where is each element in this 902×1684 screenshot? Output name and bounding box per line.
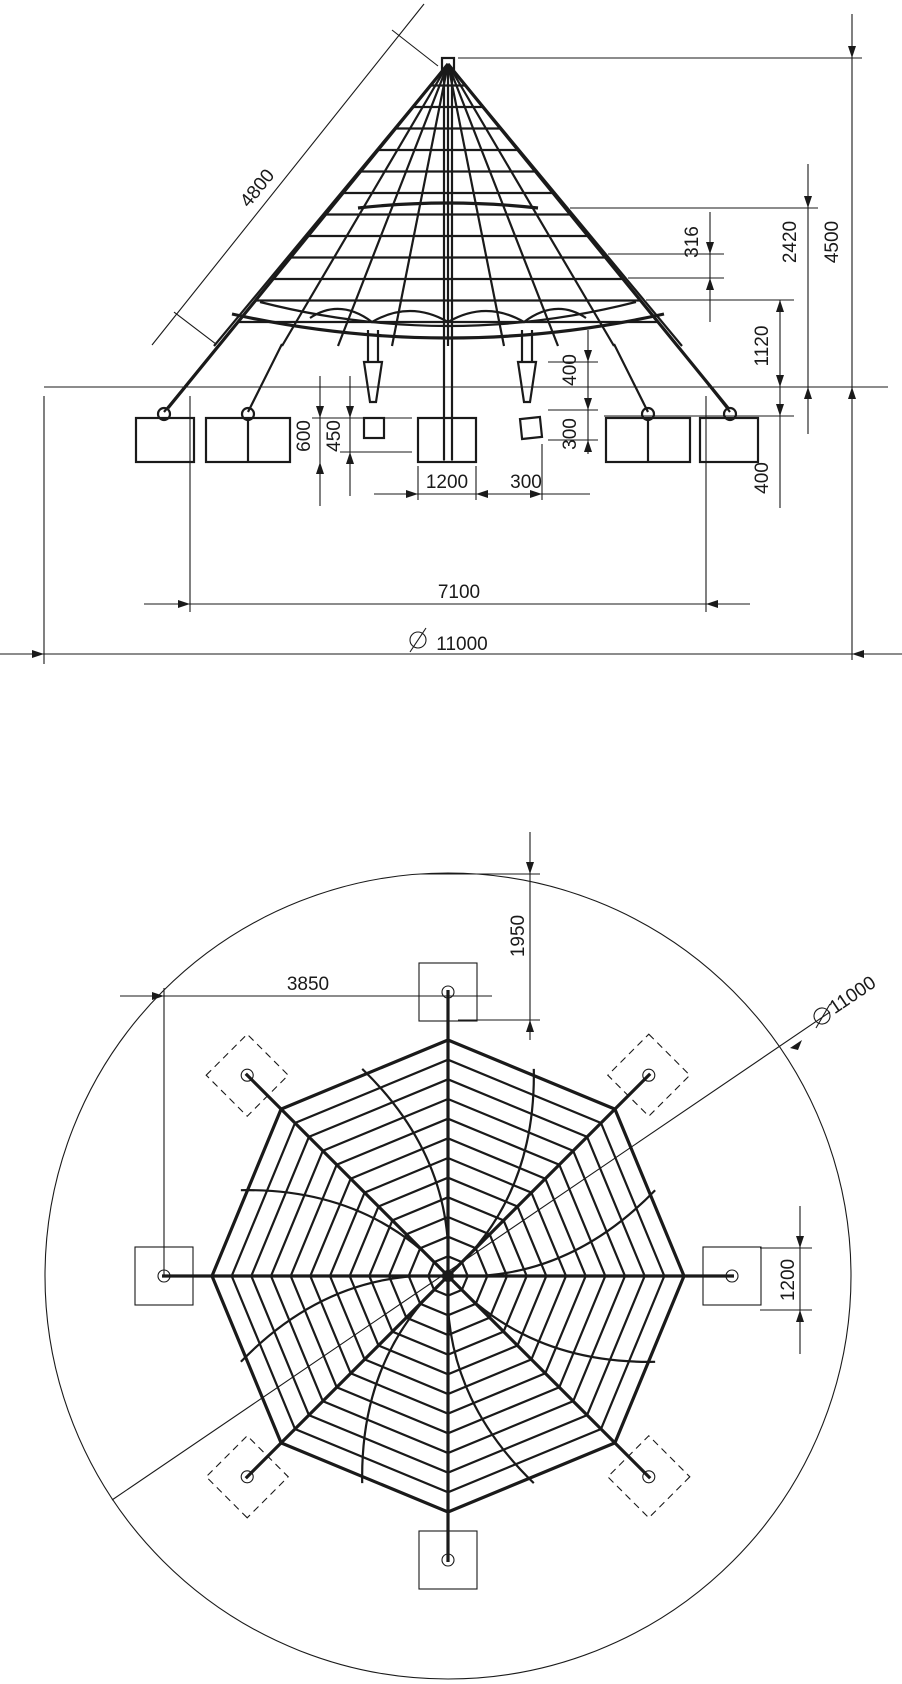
web-ring <box>407 1235 489 1317</box>
plan-foundation-block <box>607 1435 691 1519</box>
cone-rope-net <box>166 62 730 410</box>
plan-view: 1950 3850 11000 1200 <box>44 832 880 1680</box>
net-meridian-rope <box>281 63 449 347</box>
dim-total-height: 4500 <box>822 221 843 263</box>
pendulum-seat-left <box>362 330 386 440</box>
web-secondary-spoke <box>240 1274 449 1363</box>
dim-mid-height: 2420 <box>780 221 801 263</box>
dim-block-offset: 450 <box>324 420 345 452</box>
web-secondary-spoke <box>446 1275 535 1484</box>
net-platforms <box>231 201 665 340</box>
dim-center-block: 1200 <box>426 472 468 493</box>
dim-block-depth: 600 <box>294 420 315 452</box>
dim-horizontal-offset: 3850 <box>287 974 329 995</box>
dim-block-size: 1200 <box>778 1259 799 1301</box>
web-ring <box>368 1196 528 1356</box>
web-ring <box>269 1097 627 1455</box>
anchor-hole-icon <box>441 985 455 999</box>
dim-inner-span: 7100 <box>438 582 480 603</box>
dim-diameter-plan: 11000 <box>826 972 880 1018</box>
plan-arrowheads <box>152 862 804 1322</box>
safety-circle <box>44 872 852 1680</box>
web-ring <box>230 1058 666 1494</box>
dim-slant-length: 4800 <box>236 166 279 212</box>
web-ring <box>250 1078 646 1474</box>
anchor-hole-icon <box>642 1068 656 1082</box>
web-secondary-spoke <box>361 1068 450 1277</box>
web-ring <box>289 1117 607 1435</box>
dim-lower-ring: 1120 <box>752 326 773 367</box>
pendulum-seat-right <box>516 330 544 441</box>
dim-pendulum-drop: 400 <box>560 354 581 386</box>
elevation-view: 4800 4500 2420 316 1120 400 300 600 450 … <box>0 3 902 664</box>
dim-pendulum-seat: 300 <box>560 418 581 450</box>
anchor-hole-icon <box>240 1470 254 1484</box>
dim-pendulum-width: 300 <box>510 472 542 493</box>
web-ring <box>309 1137 587 1415</box>
web-hub <box>442 1270 454 1282</box>
web-secondary-spoke <box>447 1068 535 1277</box>
web-ring <box>387 1215 509 1337</box>
anchor-hole-icon <box>725 1269 739 1283</box>
web-secondary-spoke <box>447 1189 656 1278</box>
elevation-arrowheads <box>32 46 864 658</box>
dim-rung-spacing: 316 <box>682 226 703 258</box>
web-ring <box>328 1156 568 1396</box>
dim-diameter-elevation: 11000 <box>436 634 487 655</box>
net-meridian-rope <box>447 63 615 347</box>
anchor-hole-icon <box>240 1068 254 1082</box>
foundation-blocks <box>134 416 760 464</box>
anchor-hole-icon <box>642 1470 656 1484</box>
plan-foundation-block <box>205 1435 289 1519</box>
anchor-hole-icon <box>441 1553 455 1567</box>
web-ring <box>427 1255 469 1297</box>
web-ring <box>348 1176 548 1376</box>
plan-rope-web <box>162 990 734 1562</box>
web-secondary-spoke <box>240 1189 449 1277</box>
elevation-dimension-lines <box>0 3 902 664</box>
plan-foundation-block <box>607 1033 691 1117</box>
plan-foundation-block <box>205 1033 289 1117</box>
plan-foundation-block <box>702 1246 762 1306</box>
anchor-cables <box>156 343 738 422</box>
dim-foundation: 400 <box>752 462 773 494</box>
web-secondary-spoke <box>361 1275 449 1484</box>
dim-radial-offset: 1950 <box>508 915 529 957</box>
plan-foundation-block <box>418 962 478 1022</box>
web-secondary-spoke <box>447 1275 656 1363</box>
plan-foundation-block <box>418 1530 478 1590</box>
